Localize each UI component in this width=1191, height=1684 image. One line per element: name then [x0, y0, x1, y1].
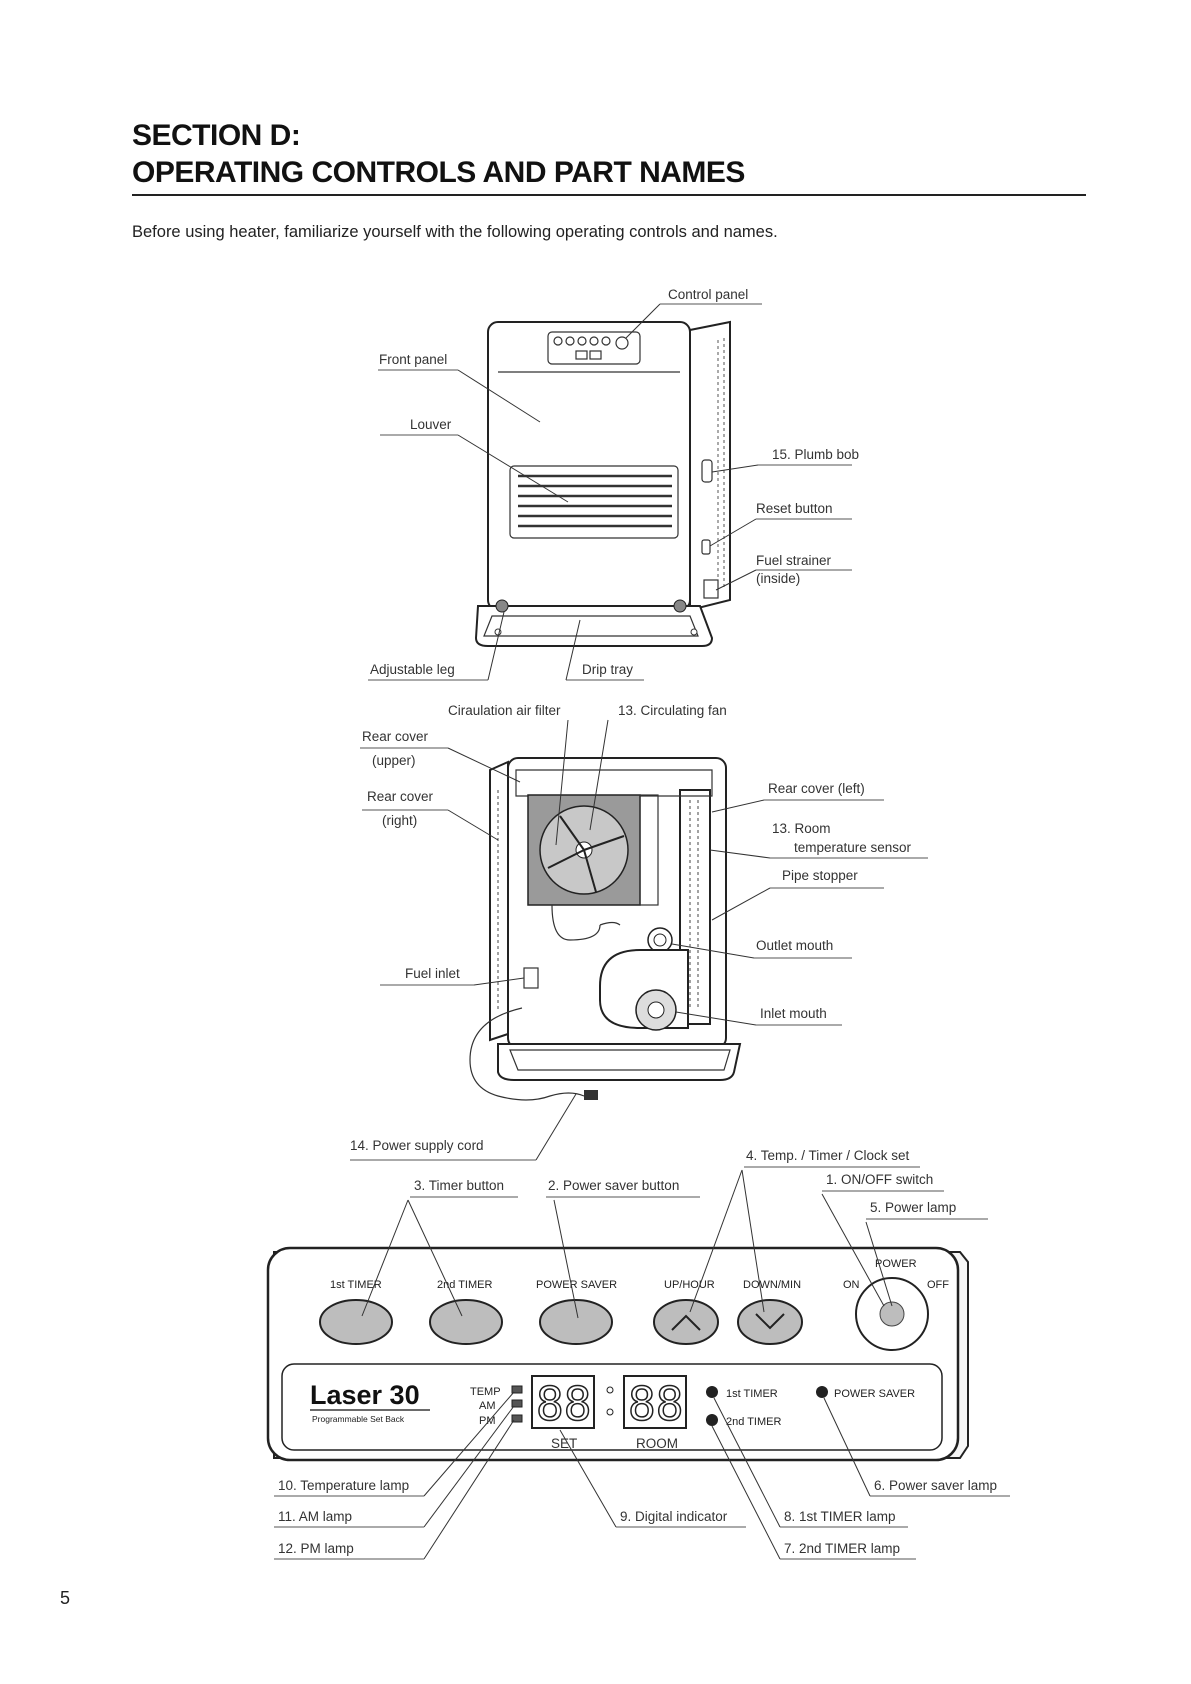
page-title-line-1: SECTION D: — [132, 119, 301, 152]
down-min-button[interactable] — [737, 1299, 803, 1345]
label-fuel-strainer: Fuel strainer — [756, 553, 832, 568]
panel-label-up-hour: UP/HOUR — [664, 1279, 715, 1291]
panel-label-on: ON — [843, 1279, 860, 1291]
temperature-lamp — [511, 1385, 523, 1394]
label-outlet-mouth: Outlet mouth — [756, 938, 833, 953]
power-lamp — [879, 1301, 905, 1327]
label-room-sensor-1: 13. Room — [772, 821, 831, 836]
label-plumb-bob: 15. Plumb bob — [772, 447, 859, 462]
pm-lamp — [511, 1414, 523, 1423]
control-panel-diagram: 1st TIMER 2nd TIMER POWER SAVER UP/HOUR … — [266, 1246, 969, 1462]
label-power-saver-button: 2. Power saver button — [548, 1178, 679, 1193]
panel-label-lamp-2nd-timer: 2nd TIMER — [726, 1416, 781, 1428]
label-adjustable-leg: Adjustable leg — [370, 662, 455, 677]
power-saver-lamp — [816, 1386, 828, 1398]
1st-timer-lamp — [706, 1386, 718, 1398]
label-front-panel: Front panel — [379, 352, 447, 367]
front-view-heater — [474, 320, 731, 647]
digital-display-set: 88 — [536, 1377, 591, 1431]
label-louver: Louver — [410, 417, 452, 432]
2nd-timer-button[interactable] — [429, 1299, 503, 1345]
2nd-timer-lamp — [706, 1414, 718, 1426]
label-temperature-lamp: 10. Temperature lamp — [278, 1478, 409, 1493]
panel-label-2nd-timer: 2nd TIMER — [437, 1279, 492, 1291]
label-on-off-switch: 1. ON/OFF switch — [826, 1172, 933, 1187]
digital-display-room: 88 — [628, 1377, 683, 1431]
label-temp-timer-clock: 4. Temp. / Timer / Clock set — [746, 1148, 910, 1163]
brand-subtitle: Programmable Set Back — [312, 1414, 405, 1424]
label-fuel-inlet: Fuel inlet — [405, 966, 460, 981]
panel-label-power-saver: POWER SAVER — [536, 1279, 617, 1291]
panel-label-down-min: DOWN/MIN — [743, 1279, 801, 1291]
label-rear-cover-right: Rear cover — [367, 789, 434, 804]
label-fuel-strainer-note: (inside) — [756, 571, 800, 586]
panel-label-lamp-1st-timer: 1st TIMER — [726, 1388, 778, 1400]
panel-label-temp: TEMP — [470, 1386, 501, 1398]
brand-logo: Laser 30 — [310, 1380, 420, 1410]
am-lamp — [511, 1399, 523, 1408]
label-circulating-fan: 13. Circulating fan — [618, 703, 727, 718]
panel-label-set: SET — [551, 1436, 577, 1451]
label-2nd-timer-lamp: 7. 2nd TIMER lamp — [784, 1541, 900, 1556]
rear-view-heater — [469, 757, 742, 1101]
label-rear-cover-upper: Rear cover — [362, 729, 429, 744]
label-air-filter: Ciraulation air filter — [448, 703, 561, 718]
label-power-saver-lamp: 6. Power saver lamp — [874, 1478, 997, 1493]
label-room-sensor-2: temperature sensor — [794, 840, 912, 855]
title-divider — [132, 194, 1086, 196]
label-inlet-mouth: Inlet mouth — [760, 1006, 827, 1021]
label-rear-cover-right-note: (right) — [382, 813, 417, 828]
label-rear-cover-upper-note: (upper) — [372, 753, 416, 768]
front-view-labels: Control panel Front panel Louver 15. Plu… — [368, 287, 859, 681]
panel-label-1st-timer: 1st TIMER — [330, 1279, 382, 1291]
label-power-lamp: 5. Power lamp — [870, 1200, 956, 1215]
label-pipe-stopper: Pipe stopper — [782, 868, 858, 883]
label-rear-cover-left: Rear cover (left) — [768, 781, 865, 796]
label-timer-button: 3. Timer button — [414, 1178, 504, 1193]
label-control-panel: Control panel — [668, 287, 748, 302]
chevron-down-icon — [755, 1313, 785, 1330]
up-hour-button[interactable] — [653, 1299, 719, 1345]
panel-label-off: OFF — [927, 1279, 949, 1291]
chevron-up-icon — [671, 1314, 701, 1331]
label-pm-lamp: 12. PM lamp — [278, 1541, 354, 1556]
power-saver-button[interactable] — [539, 1299, 613, 1345]
panel-label-lamp-power-saver: POWER SAVER — [834, 1388, 915, 1400]
panel-label-room: ROOM — [636, 1436, 678, 1451]
label-reset-button: Reset button — [756, 501, 833, 516]
label-digital-indicator: 9. Digital indicator — [620, 1509, 728, 1524]
label-power-cord: 14. Power supply cord — [350, 1138, 484, 1153]
page-title-line-2: OPERATING CONTROLS AND PART NAMES — [132, 156, 745, 189]
label-drip-tray: Drip tray — [582, 662, 633, 677]
panel-label-power: POWER — [875, 1258, 917, 1270]
rear-view-labels: Ciraulation air filter 13. Circulating f… — [350, 703, 928, 1161]
panel-label-am: AM — [479, 1400, 496, 1412]
label-am-lamp: 11. AM lamp — [278, 1509, 352, 1524]
intro-text: Before using heater, familiarize yoursel… — [132, 223, 778, 241]
page-number: 5 — [60, 1588, 71, 1608]
label-1st-timer-lamp: 8. 1st TIMER lamp — [784, 1509, 896, 1524]
control-panel-callouts: 4. Temp. / Timer / Clock set 3. Timer bu… — [274, 1148, 1010, 1560]
1st-timer-button[interactable] — [319, 1299, 393, 1345]
